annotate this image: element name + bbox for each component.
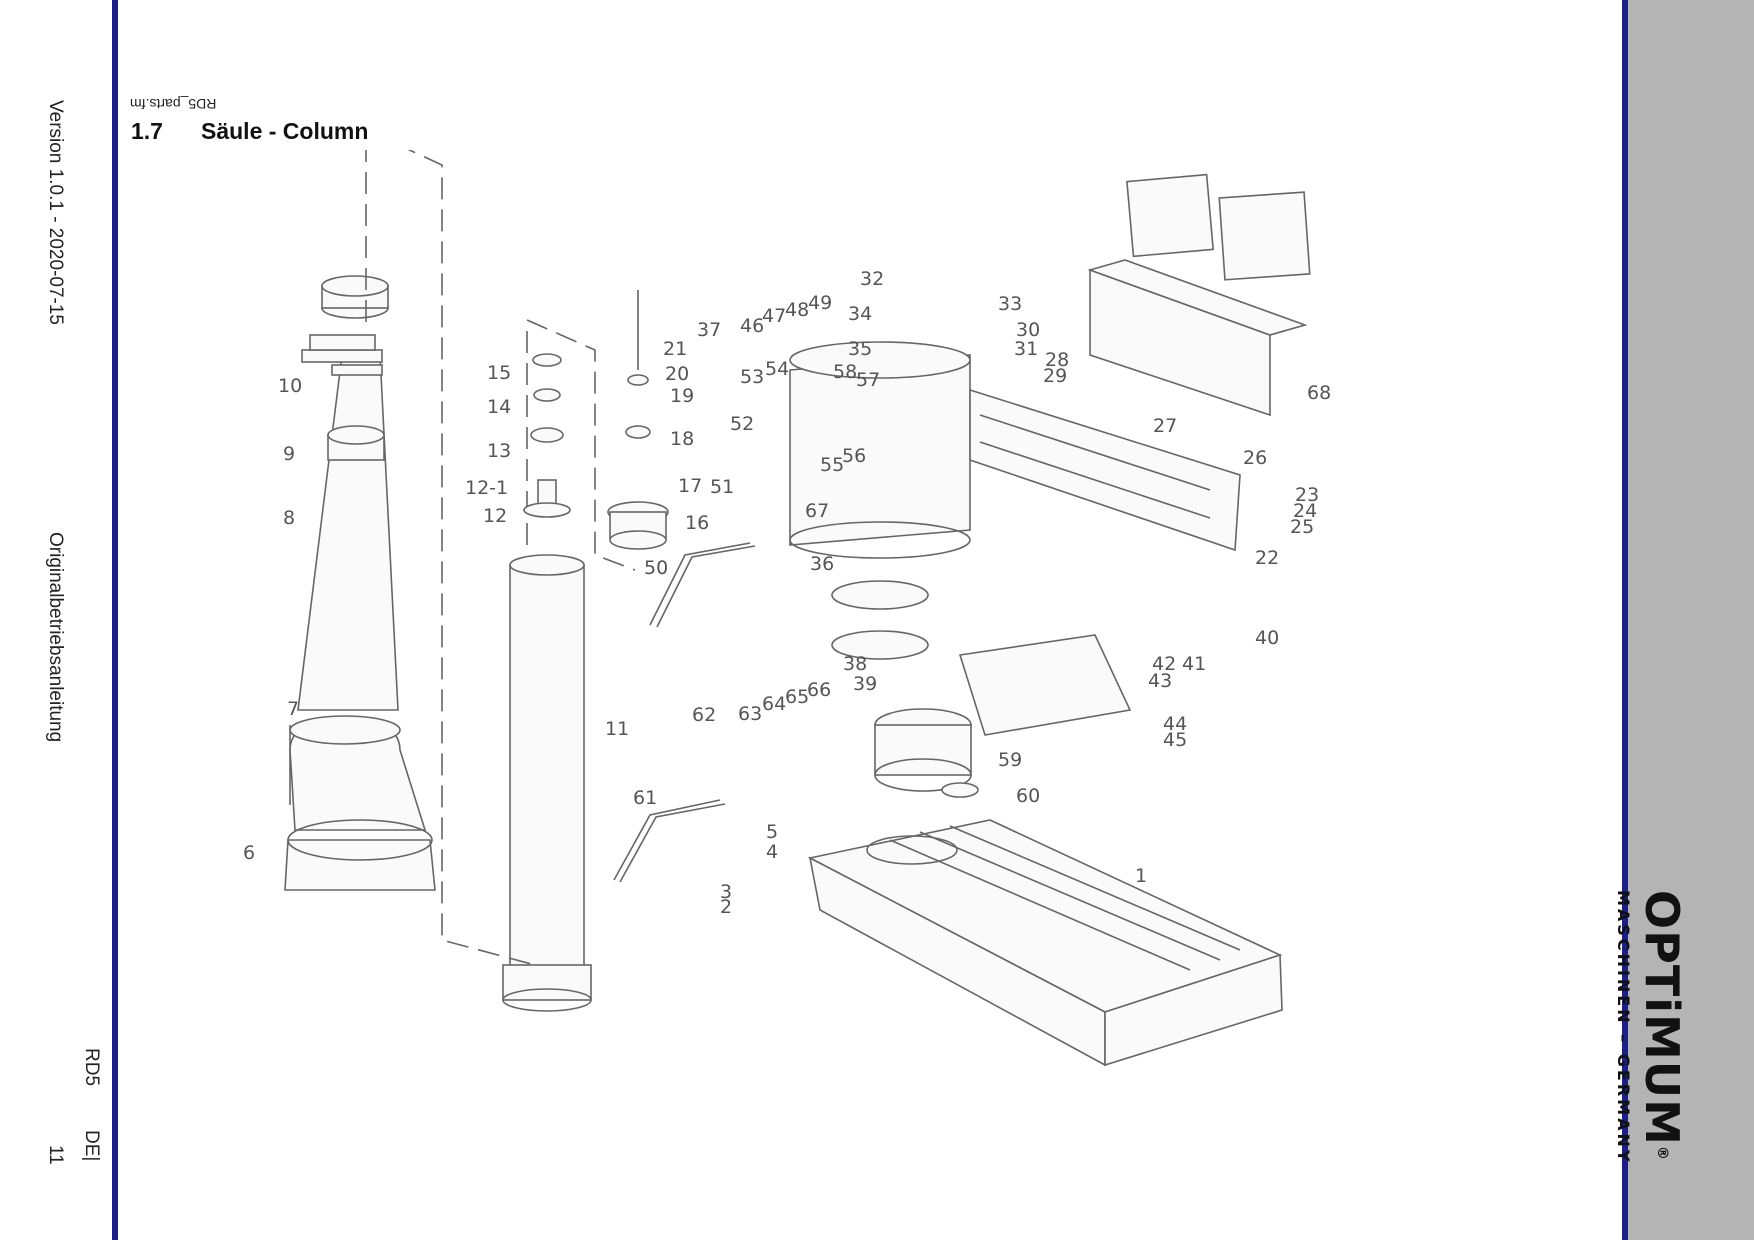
part-label-67: 67 bbox=[805, 500, 829, 522]
part-label-3: 3 bbox=[720, 881, 732, 903]
part-label-62: 62 bbox=[692, 704, 716, 726]
part-label-64: 64 bbox=[762, 693, 786, 715]
part-label-66: 66 bbox=[807, 679, 831, 701]
part-label-20: 20 bbox=[665, 363, 689, 385]
handles bbox=[613, 542, 756, 883]
model-label: RD5 bbox=[81, 1048, 102, 1087]
part-label-39: 39 bbox=[853, 673, 877, 695]
part-label-47: 47 bbox=[762, 305, 786, 327]
part-label-16: 16 bbox=[685, 512, 709, 534]
base-plate bbox=[807, 782, 1283, 1067]
part-label-59: 59 bbox=[998, 749, 1022, 771]
part-label-12-1: 12-1 bbox=[465, 477, 508, 499]
part-label-4: 4 bbox=[766, 841, 778, 863]
version-label: Version 1.0.1 - 2020-07-15 bbox=[45, 100, 66, 325]
part-label-5: 5 bbox=[766, 821, 778, 843]
file-name: RD5_parts.fm bbox=[130, 96, 217, 112]
part-label-28: 28 bbox=[1045, 349, 1069, 371]
part-label-10: 10 bbox=[278, 375, 302, 397]
arm-assembly bbox=[789, 341, 1241, 736]
part-label-14: 14 bbox=[487, 396, 511, 418]
part-label-56: 56 bbox=[842, 445, 866, 467]
part-label-46: 46 bbox=[740, 315, 764, 337]
section-number: 1.7 bbox=[131, 118, 163, 144]
part-label-27: 27 bbox=[1153, 415, 1177, 437]
part-label-17: 17 bbox=[678, 475, 702, 497]
part-label-52: 52 bbox=[730, 413, 754, 435]
optimum-logo: OPTiMUM® MASCHINEN – GERMANY bbox=[1614, 890, 1689, 1165]
part-label-25: 25 bbox=[1290, 516, 1314, 538]
section-title: Säule - Column bbox=[201, 118, 369, 144]
part-label-50: 50 bbox=[644, 557, 668, 579]
part-label-26: 26 bbox=[1243, 447, 1267, 469]
part-label-40: 40 bbox=[1255, 627, 1279, 649]
part-label-21: 21 bbox=[663, 338, 687, 360]
part-label-23: 23 bbox=[1295, 484, 1319, 506]
manual-label: Originalbetriebsanleitung bbox=[45, 532, 66, 743]
logo-tagline: MASCHINEN – GERMANY bbox=[1614, 890, 1633, 1165]
part-label-57: 57 bbox=[856, 369, 880, 391]
part-label-30: 30 bbox=[1016, 319, 1040, 341]
column-drawing bbox=[284, 334, 436, 891]
part-label-34: 34 bbox=[848, 303, 872, 325]
part-label-11: 11 bbox=[605, 718, 629, 740]
upper-small-parts bbox=[523, 290, 669, 550]
section-heading: 1.7 Säule - Column bbox=[131, 118, 368, 145]
part-label-18: 18 bbox=[670, 428, 694, 450]
column-tube bbox=[502, 554, 592, 1012]
left-accent-bar bbox=[112, 0, 118, 1240]
part-label-38: 38 bbox=[843, 653, 867, 675]
part-label-51: 51 bbox=[710, 476, 734, 498]
part-label-44: 44 bbox=[1163, 713, 1187, 735]
part-label-31: 31 bbox=[1014, 338, 1038, 360]
part-label-33: 33 bbox=[998, 293, 1022, 315]
language-label: DE| bbox=[81, 1130, 102, 1162]
part-label-2: 2 bbox=[720, 896, 732, 918]
part-label-60: 60 bbox=[1016, 785, 1040, 807]
part-label-12: 12 bbox=[483, 505, 507, 527]
part-label-41: 41 bbox=[1182, 653, 1206, 675]
control-box bbox=[1087, 173, 1311, 417]
part-label-1: 1 bbox=[1135, 865, 1147, 887]
right-accent-bar bbox=[1622, 0, 1628, 1240]
part-labels: 1 2 3 4 5 6 7 8 9 10 11 12 12-1 13 14 15… bbox=[243, 268, 1331, 918]
part-label-61: 61 bbox=[633, 787, 657, 809]
part-label-36: 36 bbox=[810, 553, 834, 575]
part-label-6: 6 bbox=[243, 842, 255, 864]
part-label-65: 65 bbox=[785, 686, 809, 708]
part-label-58: 58 bbox=[833, 361, 857, 383]
right-brand-panel bbox=[1622, 0, 1754, 1240]
part-label-35: 35 bbox=[848, 338, 872, 360]
part-label-32: 32 bbox=[860, 268, 884, 290]
part-label-9: 9 bbox=[283, 443, 295, 465]
logo-brand: OPTiMUM bbox=[1635, 890, 1689, 1146]
collar bbox=[874, 708, 972, 792]
part-label-22: 22 bbox=[1255, 547, 1279, 569]
part-label-7: 7 bbox=[287, 698, 299, 720]
logo-trademark: ® bbox=[1654, 1145, 1670, 1161]
part-label-29: 29 bbox=[1043, 365, 1067, 387]
part-label-45: 45 bbox=[1163, 729, 1187, 751]
part-label-24: 24 bbox=[1293, 500, 1317, 522]
bearing-rings bbox=[321, 275, 389, 461]
page-number: 11 bbox=[45, 1145, 66, 1165]
part-label-53: 53 bbox=[740, 366, 764, 388]
part-label-19: 19 bbox=[670, 385, 694, 407]
part-label-63: 63 bbox=[738, 703, 762, 725]
part-label-49: 49 bbox=[808, 292, 832, 314]
part-label-42: 42 bbox=[1152, 653, 1176, 675]
part-label-68: 68 bbox=[1307, 382, 1331, 404]
part-label-15: 15 bbox=[487, 362, 511, 384]
exploded-parts-diagram: 1 2 3 4 5 6 7 8 9 10 11 12 12-1 13 14 15… bbox=[243, 150, 1331, 1067]
part-label-43: 43 bbox=[1148, 670, 1172, 692]
part-label-37: 37 bbox=[697, 319, 721, 341]
part-label-13: 13 bbox=[487, 440, 511, 462]
part-label-8: 8 bbox=[283, 507, 295, 529]
part-label-48: 48 bbox=[785, 299, 809, 321]
part-label-54: 54 bbox=[765, 358, 789, 380]
part-label-55: 55 bbox=[820, 454, 844, 476]
